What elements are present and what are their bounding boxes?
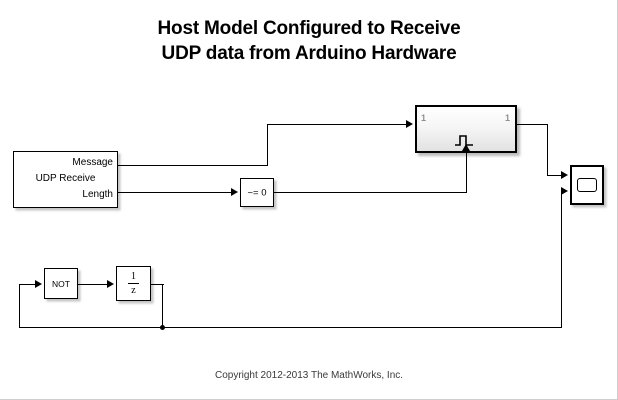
wire-feedback-left-v [19,284,21,328]
fraction-bar [128,283,139,284]
scope-screen-icon [577,178,597,192]
wire-delay-out-v [162,284,164,328]
unit-delay-block[interactable]: 1 z [116,266,151,301]
wire-subsystem-out-h1 [517,124,548,126]
unit-delay-denominator: z [131,284,136,296]
unit-delay-fraction: 1 z [117,270,150,296]
wire-message-h1 [118,165,268,167]
wire-bottom-to-scope-v [561,191,563,328]
compare-to-zero-block[interactable]: ~= 0 [240,178,274,207]
wire-length-to-compare [118,192,232,194]
page-title: Host Model Configured to Receive UDP dat… [0,16,617,66]
udp-receive-block[interactable]: Message UDP Receive Length [13,151,118,208]
wire-message-v [267,124,269,166]
wire-subsystem-out-h2 [547,175,563,177]
page-title-line-1: Host Model Configured to Receive [157,18,461,39]
logical-not-label: NOT [52,278,70,289]
arrowhead-compare-input [231,188,238,196]
arrowhead-not-input [35,280,42,288]
copyright-text: Copyright 2012-2013 The MathWorks, Inc. [214,370,404,381]
logical-not-block[interactable]: NOT [44,268,78,299]
signal-junction-dot [160,325,165,330]
subsystem-input-port-number: 1 [421,113,427,123]
wire-compare-v [466,148,468,193]
scope-block[interactable] [570,165,604,205]
wire-feedback-to-not [19,284,36,286]
udp-receive-length-port-label: Length [82,189,113,200]
arrowhead-scope-port-2 [561,187,568,195]
udp-receive-block-label: UDP Receive [35,173,96,184]
arrowhead-delay-input [107,280,114,288]
subsystem-output-port-number: 1 [504,113,510,123]
wire-subsystem-out-v [547,124,549,176]
arrowhead-subsystem-input [406,120,413,128]
compare-to-zero-label: ~= 0 [247,187,267,198]
page-title-line-2: UDP data from Arduino Hardware [161,43,457,64]
arrowhead-scope-port-1 [561,171,568,179]
wire-message-h2 [267,124,408,126]
wire-compare-h [274,192,467,194]
wire-bottom-bus-left [19,327,164,329]
unit-delay-numerator: 1 [131,270,136,282]
wire-not-to-delay [78,284,108,286]
udp-receive-message-port-label: Message [72,157,113,168]
wire-delay-out-h [151,284,164,286]
arrowhead-trigger-port [462,144,470,151]
wire-bottom-bus-right [162,327,562,329]
